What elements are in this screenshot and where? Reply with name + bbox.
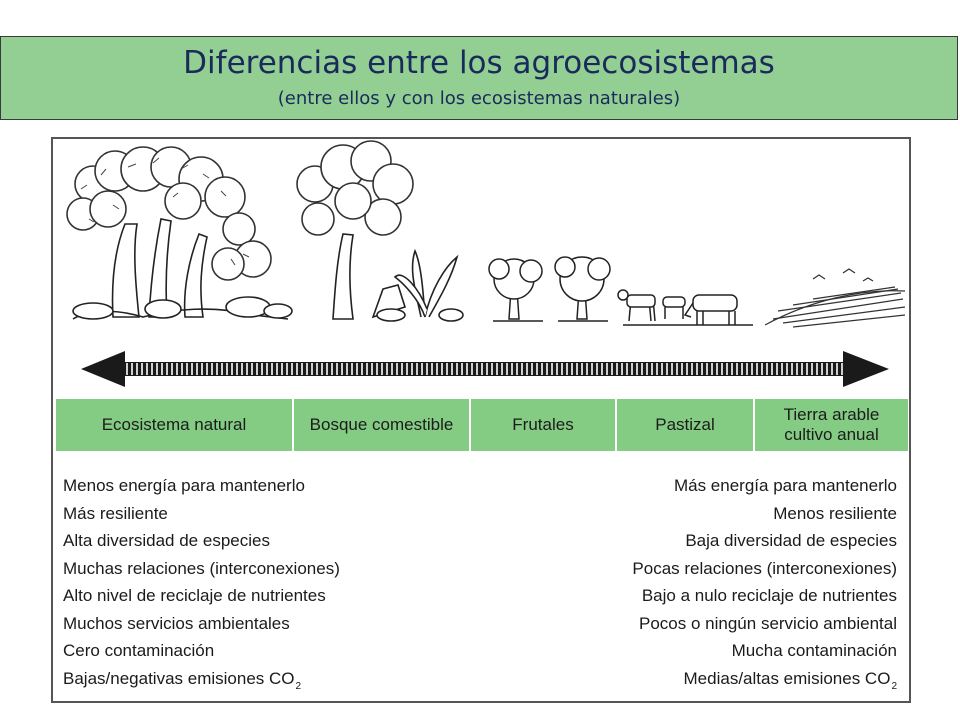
- diagram-figure: Ecosistema natural Bosque comestible Fru…: [51, 137, 911, 703]
- category-ecosistema-natural: Ecosistema natural: [56, 399, 294, 451]
- food-forest-illustration-icon: [296, 140, 464, 322]
- double-arrow-icon: [81, 351, 889, 387]
- property-row: Muchas relaciones (interconexiones) Pocas…: [63, 559, 897, 587]
- page-title: Diferencias entre los agroecosistemas: [183, 45, 775, 81]
- property-left: Menos energía para mantenerlo: [63, 476, 305, 495]
- properties-list: Menos energía para mantenerlo Más energía…: [63, 476, 897, 696]
- category-label: Frutales: [512, 415, 574, 434]
- property-left: Alto nivel de reciclaje de nutrientes: [63, 586, 326, 605]
- category-label: Bosque comestible: [309, 415, 454, 434]
- property-row: Cero contaminación Mucha contaminación: [63, 641, 897, 669]
- property-right: Bajo a nulo reciclaje de nutrientes: [641, 586, 897, 605]
- property-row: Bajas/negativas emisiones CO2 Medias/alt…: [63, 669, 897, 697]
- property-row: Muchos servicios ambientales Pocos o ning…: [63, 614, 897, 642]
- property-left-text: Bajas/negativas emisiones CO: [63, 668, 295, 688]
- pasture-illustration-icon: [617, 289, 753, 326]
- property-right: Medias/altas emisiones CO2: [684, 669, 897, 697]
- property-left: Muchos servicios ambientales: [63, 613, 290, 633]
- property-left: Cero contaminación: [63, 641, 215, 660]
- co2-subscript: 2: [295, 680, 302, 692]
- category-tierra-arable: Tierra arable cultivo anual: [755, 399, 908, 451]
- category-label: Ecosistema natural: [101, 415, 247, 434]
- property-right: Menos resiliente: [773, 503, 897, 523]
- fruit-trees-illustration-icon: [488, 256, 611, 322]
- forest-illustration-icon: [66, 146, 293, 320]
- property-right: Pocas relaciones (interconexiones): [632, 558, 897, 578]
- property-right: Mucha contaminación: [731, 641, 897, 660]
- category-bar: Ecosistema natural Bosque comestible Fru…: [56, 399, 908, 451]
- property-left: Muchas relaciones (interconexiones): [63, 558, 340, 578]
- property-right: Más energía para mantenerlo: [673, 476, 897, 495]
- title-banner: Diferencias entre los agroecosistemas (e…: [0, 36, 958, 120]
- plowed-field-illustration-icon: [764, 268, 906, 328]
- property-row: Menos energía para mantenerlo Más energía…: [63, 476, 897, 504]
- property-left: Más resiliente: [63, 503, 168, 523]
- category-pastizal: Pastizal: [617, 399, 755, 451]
- category-label: Tierra arable cultivo anual: [783, 405, 880, 444]
- property-right-text: Medias/altas emisiones CO: [683, 668, 891, 688]
- property-row: Alto nivel de reciclaje de nutrientes Baj…: [63, 586, 897, 614]
- category-label: Pastizal: [655, 415, 715, 434]
- property-right: Pocos o ningún servicio ambiental: [639, 613, 897, 633]
- category-frutales: Frutales: [471, 399, 617, 451]
- property-row: Alta diversidad de especies Baja diversid…: [63, 531, 897, 559]
- scene-illustration: [66, 140, 906, 387]
- property-left: Bajas/negativas emisiones CO2: [63, 669, 301, 697]
- co2-subscript: 2: [891, 680, 897, 692]
- property-left: Alta diversidad de especies: [63, 531, 270, 550]
- category-bosque-comestible: Bosque comestible: [294, 399, 471, 451]
- page-subtitle: (entre ellos y con los ecosistemas natur…: [277, 88, 681, 109]
- property-row: Más resiliente Menos resiliente: [63, 504, 897, 532]
- property-right: Baja diversidad de especies: [685, 531, 897, 550]
